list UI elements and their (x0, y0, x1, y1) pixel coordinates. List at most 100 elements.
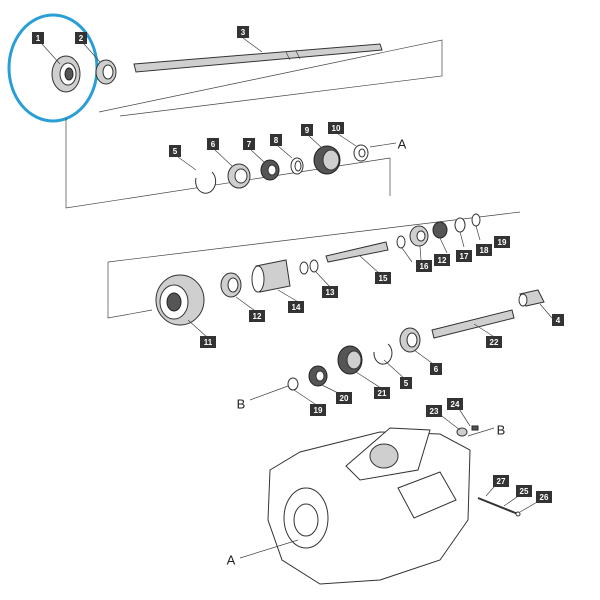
callout-label: 6 (434, 365, 439, 374)
callout-label: 26 (540, 493, 549, 502)
callout-label: 8 (274, 136, 279, 145)
reference-letter-b: B (497, 423, 506, 438)
callout-label: 7 (247, 140, 252, 149)
callout-label: 24 (451, 400, 460, 409)
callout-4: 4 (552, 314, 564, 326)
callout-label: 11 (204, 338, 213, 347)
callout-19: 19 (494, 236, 510, 248)
part-19-ring (471, 213, 481, 227)
part-25-27-pin (477, 497, 521, 517)
callout-24: 24 (447, 398, 463, 410)
callout-9: 9 (301, 124, 313, 136)
part-23-24-fasteners (456, 425, 479, 437)
part-17-spring (432, 221, 448, 239)
callout-19: 19 (310, 404, 326, 416)
callout-5: 5 (400, 377, 412, 389)
part-2-bushing (95, 59, 117, 85)
part-6-bearing-lower (399, 327, 421, 353)
callout-2: 2 (75, 32, 87, 44)
part-9-gear (313, 145, 341, 175)
callout-label: 4 (556, 316, 561, 325)
callout-label: 5 (173, 147, 178, 156)
part-11-gear-assembly (155, 274, 205, 326)
part-7-needle-bearing (260, 159, 280, 181)
part-19-ring-lower (249, 377, 299, 401)
callout-23: 23 (426, 405, 442, 417)
part-15-shaft (325, 241, 389, 263)
part-6-bearing (227, 163, 251, 189)
reference-letter-b: B (237, 397, 246, 412)
callout-label: 16 (420, 262, 429, 271)
callout-1: 1 (32, 32, 44, 44)
part-4-sleeve (518, 289, 545, 307)
callout-8: 8 (270, 134, 282, 146)
callout-label: 3 (241, 28, 246, 37)
callout-label: 9 (305, 126, 310, 135)
part-14-coupling (251, 259, 291, 293)
callout-label: 12 (253, 312, 262, 321)
callout-label: 13 (326, 288, 335, 297)
part-12-bearing-right (409, 225, 429, 247)
callout-label: 22 (490, 338, 499, 347)
part-12-bearing-left (220, 272, 242, 298)
callout-20: 20 (336, 392, 352, 404)
callout-17: 17 (456, 250, 472, 262)
callout-label: 19 (314, 406, 323, 415)
part-5-snap-ring-lower (373, 343, 393, 365)
part-16-washer (396, 235, 406, 249)
part-21-gear (337, 345, 363, 375)
reference-letter-layer: A B B A (227, 137, 506, 568)
part-5-snap-ring (195, 171, 217, 194)
callout-label: 18 (480, 246, 489, 255)
callout-label: 17 (460, 252, 469, 261)
callout-label: 21 (378, 389, 387, 398)
callout-3: 3 (237, 26, 249, 38)
transmission-housing (239, 427, 495, 585)
callout-15: 15 (375, 272, 391, 284)
callout-18: 18 (476, 244, 492, 256)
callout-5: 5 (169, 145, 181, 157)
callout-10: 10 (328, 122, 344, 134)
reference-letter-a: A (227, 553, 236, 568)
callout-22: 22 (486, 336, 502, 348)
assembly-outline-top (65, 39, 443, 209)
callout-label: 6 (211, 140, 216, 149)
callout-21: 21 (374, 387, 390, 399)
callout-13: 13 (322, 286, 338, 298)
reference-letter-a: A (398, 137, 407, 152)
assembly-outline-mid (107, 211, 521, 319)
callout-label: 14 (292, 303, 301, 312)
part-20-needle-bearing (308, 365, 328, 387)
callout-14: 14 (288, 301, 304, 313)
part-8-ring (290, 157, 304, 175)
part-18-washer (454, 217, 466, 233)
callout-27: 27 (493, 475, 509, 487)
callout-label: 20 (340, 394, 349, 403)
part-3-shaft (133, 43, 383, 73)
callout-12: 12 (434, 254, 450, 266)
callout-label: 1 (36, 34, 41, 43)
callout-6: 6 (430, 363, 442, 375)
part-10-washer (353, 144, 369, 162)
callout-12: 12 (249, 310, 265, 322)
callout-16: 16 (416, 260, 432, 272)
callout-label: 15 (379, 274, 388, 283)
callout-label: 23 (430, 407, 439, 416)
part-1-seal (51, 55, 81, 93)
callout-11: 11 (200, 336, 216, 348)
callout-label: 10 (332, 124, 341, 133)
callout-label: 12 (438, 256, 447, 265)
callout-26: 26 (536, 491, 552, 503)
callout-25: 25 (516, 485, 532, 497)
callout-label: 2 (79, 34, 84, 43)
callout-label: 19 (498, 238, 507, 247)
callout-label: 25 (520, 487, 529, 496)
leader-lines (41, 37, 553, 513)
callout-label: 5 (404, 379, 409, 388)
callout-7: 7 (243, 138, 255, 150)
part-13-rings (299, 259, 319, 275)
callout-6: 6 (207, 138, 219, 150)
callout-label: 27 (497, 477, 506, 486)
